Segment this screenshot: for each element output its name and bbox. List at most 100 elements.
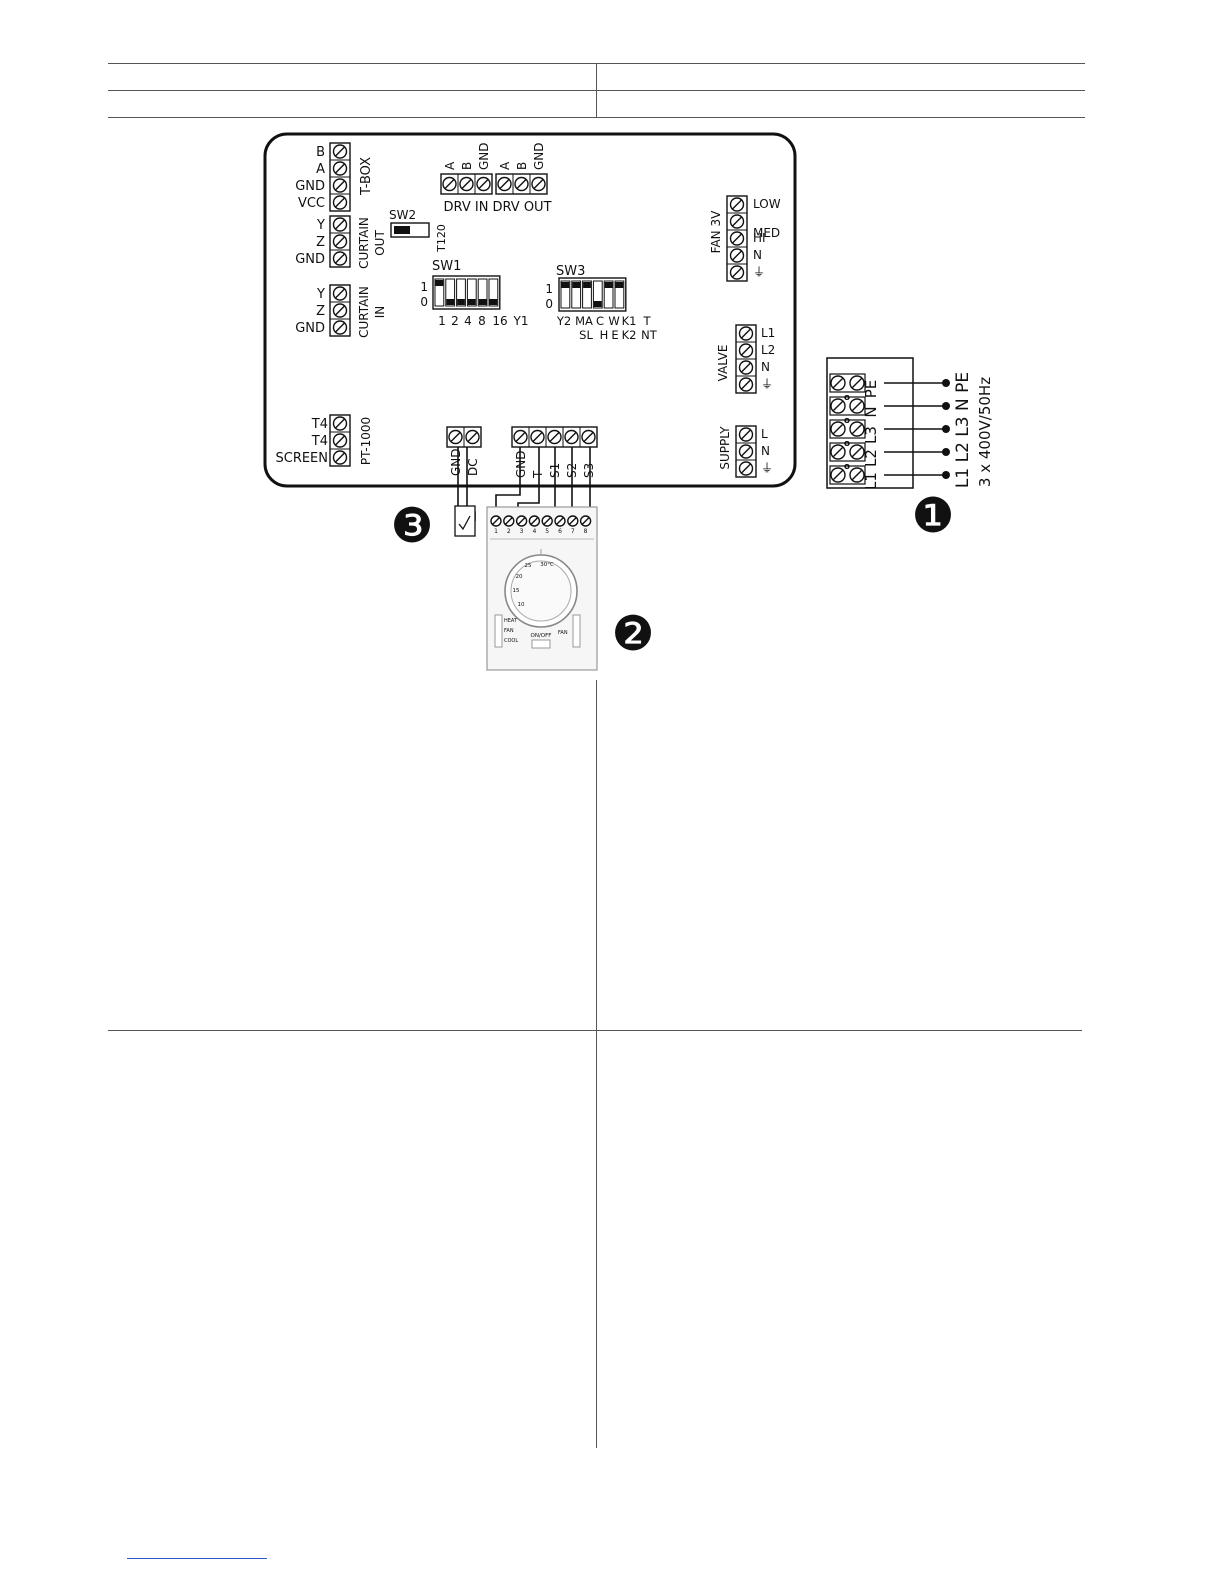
terminal-block-screw	[849, 375, 865, 391]
tbox-connector	[329, 142, 351, 212]
callout-3: ❸	[390, 498, 433, 554]
fan-pin-label: MED	[753, 226, 780, 240]
terminal-block-screw	[830, 375, 846, 391]
sw3-top-label: W	[608, 314, 619, 328]
sw3-dip-lever	[593, 301, 602, 307]
pt1000-connector-screw	[332, 433, 348, 448]
sw3-bottom-label: E	[611, 328, 618, 342]
valve-connector-screw	[738, 360, 754, 375]
sw3-top-label: MA	[575, 314, 593, 328]
sw1-dip-slot	[456, 278, 466, 307]
valve-pin-label: N	[761, 360, 770, 374]
pt1000-pin-label: SCREEN	[275, 451, 328, 466]
dc-pin-label: DC	[466, 458, 480, 476]
drv-in-pin-label: GND	[477, 142, 491, 170]
thermostat-terminal-label: 3	[520, 528, 524, 535]
sw3-row-1: 1	[545, 282, 553, 296]
drv-out-label: DRV OUT	[492, 200, 551, 215]
body-column-divider-lower	[596, 1030, 597, 1448]
sw1-dip-slot	[445, 278, 456, 307]
sw3-row-0: 0	[545, 297, 553, 311]
sw3-bottom-label: NT	[641, 328, 658, 342]
supply-connector-screw	[738, 444, 754, 459]
thermostat-onoff-label: ON/OFF	[531, 633, 552, 639]
terminal-block-screw	[849, 444, 865, 460]
fan-connector-screw	[729, 214, 745, 229]
pt1000-pin-label: T4	[311, 417, 328, 432]
pt1000-connector	[329, 414, 351, 467]
thermostat-mode-switch	[494, 614, 503, 648]
thermostat-terminal	[567, 515, 579, 527]
fan-connector-screw	[729, 231, 745, 246]
sw3-top-label: T	[642, 314, 651, 328]
drv-in-pin-label: A	[443, 161, 457, 170]
sw1-dip-lever	[467, 299, 476, 305]
drv-out-pin-label: A	[498, 161, 512, 170]
sw3-dip-slot	[614, 280, 625, 309]
pt1000-label: PT-1000	[359, 417, 373, 465]
sw3-dip-lever	[583, 282, 591, 288]
valve-pin-label: ⏚	[761, 377, 773, 391]
dc-connector-screw	[465, 429, 480, 445]
sw1-position-label: Y1	[513, 314, 529, 328]
fan-pin-label: HI	[753, 231, 766, 245]
bottom-connector-screw	[564, 429, 579, 445]
body-rule	[108, 1030, 1082, 1031]
terminal-block-screw	[830, 421, 846, 437]
terminal-block-bridge: o	[844, 439, 850, 449]
thermostat-dial-inner	[510, 560, 572, 622]
thermostat-mode-label: FAN	[504, 628, 514, 634]
sw3-top-label: Y2	[556, 314, 571, 328]
drv-in-pin-label: B	[460, 162, 474, 170]
thermostat-terminal	[503, 515, 515, 527]
sw3-dip-slot	[571, 280, 582, 309]
thermostat-dial-mark: 10	[518, 602, 525, 608]
supply-pin-label: N	[761, 444, 770, 458]
sw3-top-label: K1	[622, 314, 637, 328]
sw3-dip-lever	[572, 282, 581, 288]
fan-pin-label: ⏚	[753, 265, 765, 279]
thermostat-terminal-label: 1	[494, 528, 498, 535]
drv-out-pin-label: GND	[532, 142, 546, 170]
curtain-in-label: CURTAIN	[357, 286, 371, 338]
thermostat-onoff-switch	[531, 639, 551, 649]
fan-connector-screw	[729, 265, 745, 280]
thermostat-terminal-label: 4	[532, 528, 536, 535]
tbox-pin-label: GND	[295, 179, 325, 194]
terminal-block-cell	[829, 465, 866, 485]
thermostat-terminal-label: 5	[545, 528, 549, 535]
supply-wire-end	[942, 379, 950, 387]
curtain-in-pin-label: Y	[316, 287, 325, 302]
terminal-block-screw	[849, 398, 865, 414]
curtain-in-pin-label: GND	[295, 321, 325, 336]
curtain-in-label: IN	[373, 306, 387, 319]
sw1-dip-slot	[434, 278, 445, 307]
sw3-bottom-label: K2	[622, 328, 637, 342]
curtain-in-connector-screw	[332, 320, 348, 335]
thermostat-terminal	[528, 515, 541, 527]
fan-connector	[726, 195, 748, 282]
supply-pin-label: L	[761, 427, 768, 441]
thermostat-dial-mark: 25	[525, 563, 532, 569]
curtain-out-pin-label: Z	[316, 235, 325, 250]
thermostat-terminal	[515, 515, 528, 527]
valve-connector-screw	[738, 326, 754, 341]
drv-in-connector	[440, 173, 493, 195]
curtain-out-connector-screw	[332, 217, 348, 232]
thermostat-dial-mark: 20	[516, 574, 523, 580]
header-column-divider	[596, 63, 597, 117]
supply-connector-screw	[738, 427, 754, 442]
sw3-dip-slot	[560, 280, 571, 309]
thermostat-terminal-label: 2	[507, 528, 511, 535]
supply-wire-end	[942, 471, 950, 479]
bottom-connector-screw	[547, 429, 562, 445]
controller-board	[263, 132, 797, 488]
pt1000-pin-label: T4	[311, 434, 328, 449]
bottom-connector-screw	[530, 429, 545, 445]
sw3-dip-slot	[592, 280, 603, 309]
sw1-dip-lever	[457, 299, 465, 305]
bottom-pin-label: T	[531, 470, 545, 479]
sw3-dip-lever	[561, 282, 570, 288]
